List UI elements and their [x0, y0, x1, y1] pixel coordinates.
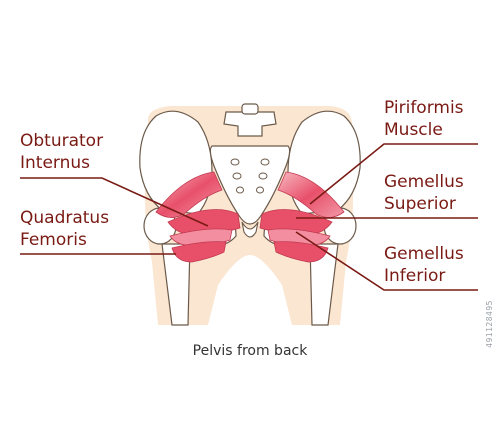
lumbar-vertebra — [223, 103, 277, 137]
label-gemellus-inferior-line1: Gemellus — [384, 244, 464, 264]
label-piriformis-line2: Muscle — [384, 120, 443, 140]
stock-image-id: 491128495 — [485, 300, 494, 348]
label-gemellus-superior-line1: Gemellus — [384, 172, 464, 192]
sacral-foramina — [230, 158, 270, 194]
label-gemellus-inferior-line2: Inferior — [384, 266, 446, 286]
label-gemellus-superior: Gemellus Superior — [384, 171, 464, 215]
diagram-caption: Pelvis from back — [192, 343, 308, 359]
right-muscle-group — [259, 171, 345, 263]
label-gemellus-inferior: Gemellus Inferior — [384, 243, 464, 287]
label-quadratus-femoris-line1: Quadratus — [20, 208, 110, 228]
sacrum-bone — [209, 145, 291, 225]
leader-gemellus-inferior — [295, 231, 478, 291]
label-piriformis-line1: Piriformis — [384, 98, 464, 118]
leader-lines — [20, 143, 478, 291]
label-obturator-internus-line1: Obturator — [20, 131, 104, 151]
label-obturator-internus: Obturator Internus — [20, 130, 103, 174]
label-gemellus-superior-line2: Superior — [384, 194, 456, 214]
leader-piriformis — [309, 143, 478, 205]
leader-obturator-internus — [20, 177, 209, 227]
right-quadratus-femoris-muscle — [273, 241, 329, 263]
label-quadratus-femoris: Quadratus Femoris — [20, 207, 109, 251]
coccyx-bone — [241, 221, 259, 238]
left-quadratus-femoris-muscle — [171, 241, 227, 263]
label-quadratus-femoris-line2: Femoris — [20, 230, 87, 250]
left-piriformis-muscle — [155, 171, 223, 218]
label-obturator-internus-line2: Internus — [20, 153, 91, 173]
label-piriformis: Piriformis Muscle — [384, 97, 464, 141]
